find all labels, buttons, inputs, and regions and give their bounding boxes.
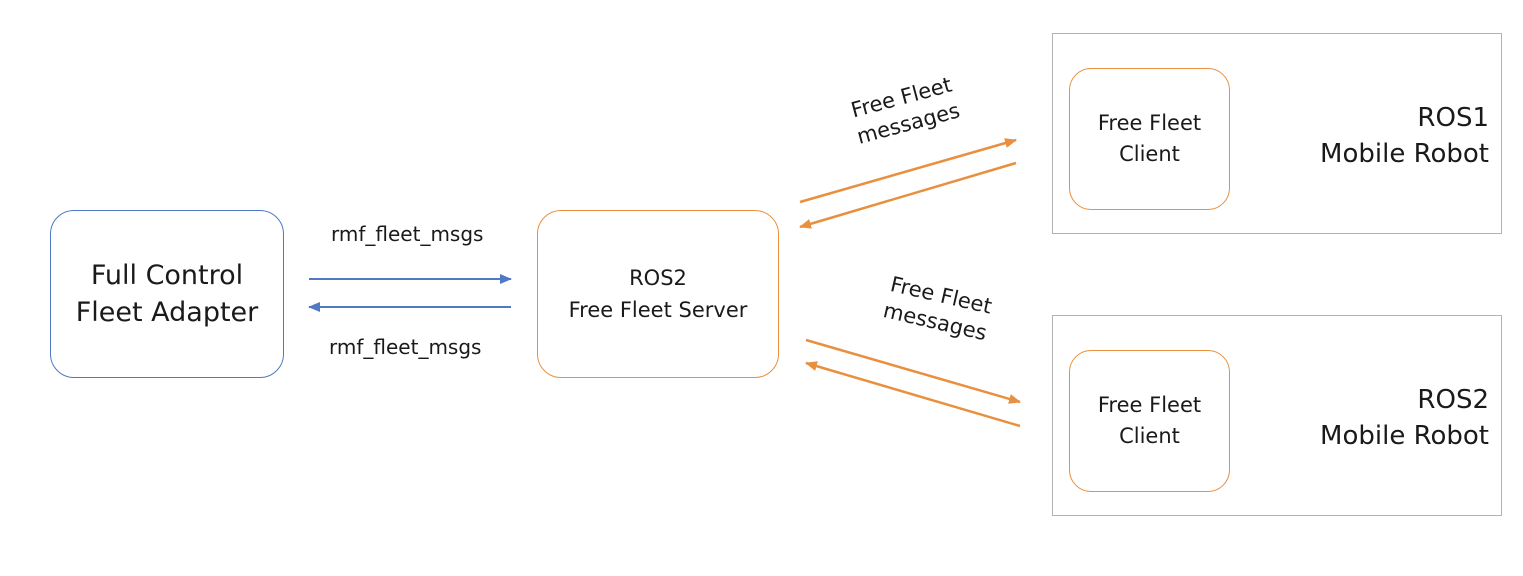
arrow-server-to-robot1: [799, 138, 1017, 204]
arrow-server-to-robot2: [805, 338, 1021, 404]
free-fleet-server-node: ROS2 Free Fleet Server: [537, 210, 779, 378]
client-line1: Free Fleet: [1097, 393, 1202, 417]
client-line2: Client: [1119, 424, 1180, 448]
robot-label-line2: Mobile Robot: [1320, 421, 1489, 451]
arrow-robot2-to-server: [805, 361, 1021, 428]
label-adapter-to-server: rmf_fleet_msgs: [331, 222, 484, 246]
free-fleet-client-node: Free Fleet Client: [1069, 68, 1230, 210]
robot-label-line1: ROS2: [1417, 385, 1489, 415]
robot-label: ROS2 Mobile Robot: [1320, 382, 1489, 454]
client-line2: Client: [1119, 142, 1180, 166]
free-fleet-client-node: Free Fleet Client: [1069, 350, 1230, 492]
ros1-mobile-robot-panel: Free Fleet Client ROS1 Mobile Robot: [1052, 33, 1502, 234]
label-server-to-adapter: rmf_fleet_msgs: [329, 335, 482, 359]
arrow-robot1-to-server: [799, 161, 1017, 229]
fleet-adapter-line1: Full Control: [90, 260, 244, 291]
client-line1: Free Fleet: [1097, 111, 1202, 135]
server-line1: ROS2: [629, 266, 687, 290]
fleet-adapter-node: Full Control Fleet Adapter: [50, 210, 284, 378]
server-line2: Free Fleet Server: [568, 298, 748, 322]
fleet-adapter-line2: Fleet Adapter: [75, 297, 259, 328]
robot-label-line2: Mobile Robot: [1320, 139, 1489, 169]
robot-label: ROS1 Mobile Robot: [1320, 100, 1489, 172]
robot-label-line1: ROS1: [1417, 103, 1489, 133]
ros2-mobile-robot-panel: Free Fleet Client ROS2 Mobile Robot: [1052, 315, 1502, 516]
